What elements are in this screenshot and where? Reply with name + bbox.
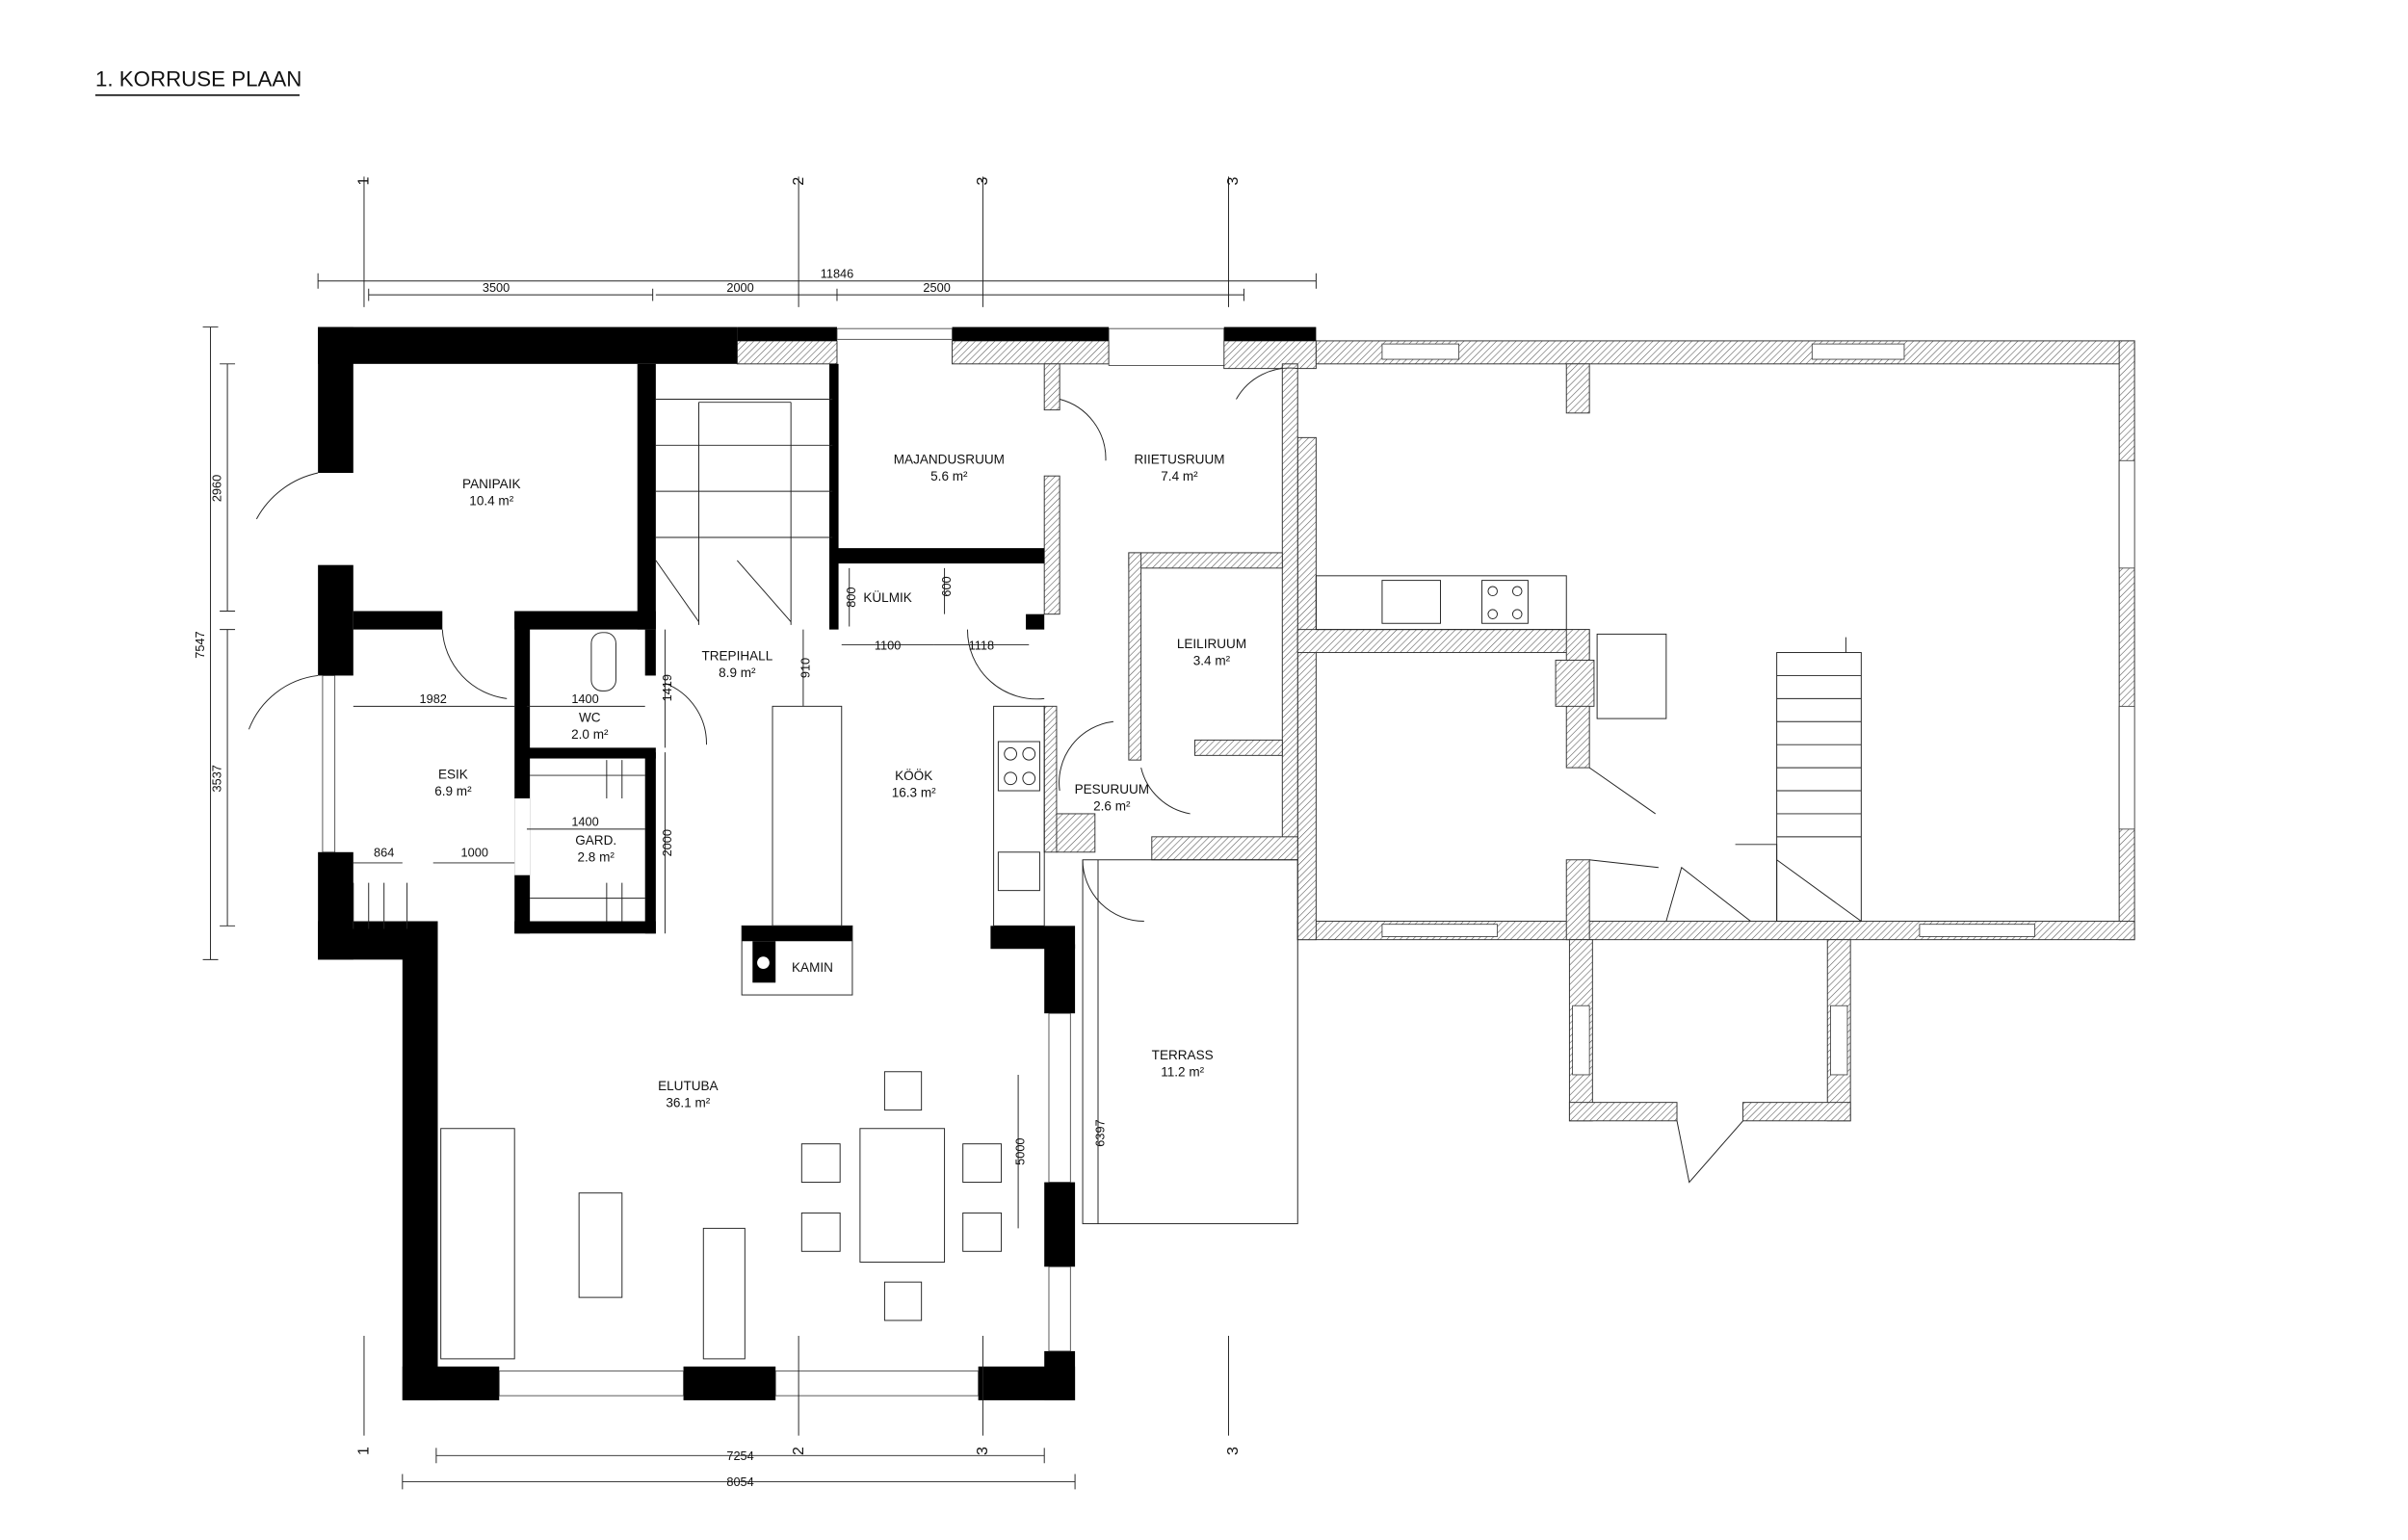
dimension-label: 7254 bbox=[726, 1449, 753, 1463]
dimension-label: 1400 bbox=[571, 815, 598, 829]
grid-marker: 3 bbox=[975, 1447, 991, 1455]
dimension-label: 1118 bbox=[969, 638, 994, 652]
dimension-label: 2500 bbox=[923, 280, 950, 295]
dimension-label: 800 bbox=[844, 587, 858, 608]
room-name: WC bbox=[579, 710, 601, 724]
room-area: 10.4 m² bbox=[469, 493, 513, 508]
dimension-label: 8054 bbox=[726, 1475, 753, 1489]
room-name: ESIK bbox=[438, 767, 468, 781]
plan-title: 1. KORRUSE PLAAN bbox=[95, 66, 301, 91]
dimension-label: 1982 bbox=[420, 692, 447, 706]
dimension-label: 2000 bbox=[726, 280, 753, 295]
room-area: 11.2 m² bbox=[1161, 1065, 1204, 1080]
room-labels: PANIPAIK 10.4 m² TREPIHALL 8.9 m² MAJANDUSRU… bbox=[434, 452, 1246, 1109]
dimension-label: 1400 bbox=[571, 692, 598, 706]
grid-marker: 2 bbox=[791, 1447, 807, 1455]
room-name: ELUTUBA bbox=[658, 1079, 719, 1093]
room-area: 2.6 m² bbox=[1093, 799, 1131, 814]
room-area: 2.0 m² bbox=[571, 727, 609, 742]
room-area: 36.1 m² bbox=[666, 1095, 710, 1109]
room-area: 16.3 m² bbox=[892, 785, 936, 799]
room-name: TERRASS bbox=[1152, 1048, 1214, 1062]
dimension-label: 7547 bbox=[193, 631, 207, 658]
room-name: LEILIRUUM bbox=[1177, 637, 1246, 651]
grid-marker: 3 bbox=[975, 177, 991, 186]
dimension-label: 1000 bbox=[461, 846, 488, 860]
kulmik-label: KÜLMIK bbox=[863, 590, 911, 605]
dimension-lines bbox=[202, 176, 1317, 1490]
dimension-labels: 11846 3500 2000 2500 7547 2960 3537 1982 1400 141… bbox=[193, 267, 1107, 1490]
grid-marker: 1 bbox=[356, 177, 373, 186]
room-name: KÖÖK bbox=[895, 769, 932, 783]
grid-marker: 3 bbox=[1225, 177, 1242, 186]
dimension-label: 864 bbox=[374, 846, 394, 860]
dimension-label: 5000 bbox=[1012, 1137, 1027, 1164]
grid-marker: 2 bbox=[791, 177, 807, 186]
room-area: 3.4 m² bbox=[1193, 653, 1231, 667]
dimension-label: 11846 bbox=[821, 267, 854, 281]
dimension-label: 2960 bbox=[210, 475, 224, 502]
room-name: MAJANDUSRUUM bbox=[894, 452, 1005, 466]
dimension-label: 1100 bbox=[875, 638, 901, 652]
room-name: TREPIHALL bbox=[701, 649, 772, 664]
room-area: 8.9 m² bbox=[719, 666, 756, 680]
existing-building bbox=[736, 340, 2135, 1184]
room-name: PESURUUM bbox=[1075, 782, 1150, 796]
kamin-label: KAMIN bbox=[792, 960, 833, 975]
grid-markers: 1 2 3 3 1 2 3 3 bbox=[356, 177, 1242, 1455]
grid-marker: 3 bbox=[1225, 1447, 1242, 1455]
room-name: PANIPAIK bbox=[462, 477, 520, 491]
room-name: RIIETUSRUUM bbox=[1134, 452, 1224, 466]
room-area: 2.8 m² bbox=[577, 849, 615, 864]
dimension-label: 600 bbox=[939, 576, 954, 596]
room-name: GARD. bbox=[575, 833, 616, 848]
grid-marker: 1 bbox=[356, 1447, 373, 1455]
dimension-label: 6397 bbox=[1092, 1119, 1107, 1146]
dimension-label: 3537 bbox=[210, 765, 224, 792]
fixtures bbox=[248, 327, 1298, 1396]
dimension-label: 2000 bbox=[660, 829, 674, 856]
dimension-label: 1419 bbox=[660, 674, 674, 701]
dimension-label: 910 bbox=[798, 658, 812, 678]
room-area: 6.9 m² bbox=[434, 784, 472, 798]
dimension-label: 3500 bbox=[483, 280, 510, 295]
room-area: 7.4 m² bbox=[1161, 469, 1198, 483]
room-area: 5.6 m² bbox=[930, 469, 968, 483]
